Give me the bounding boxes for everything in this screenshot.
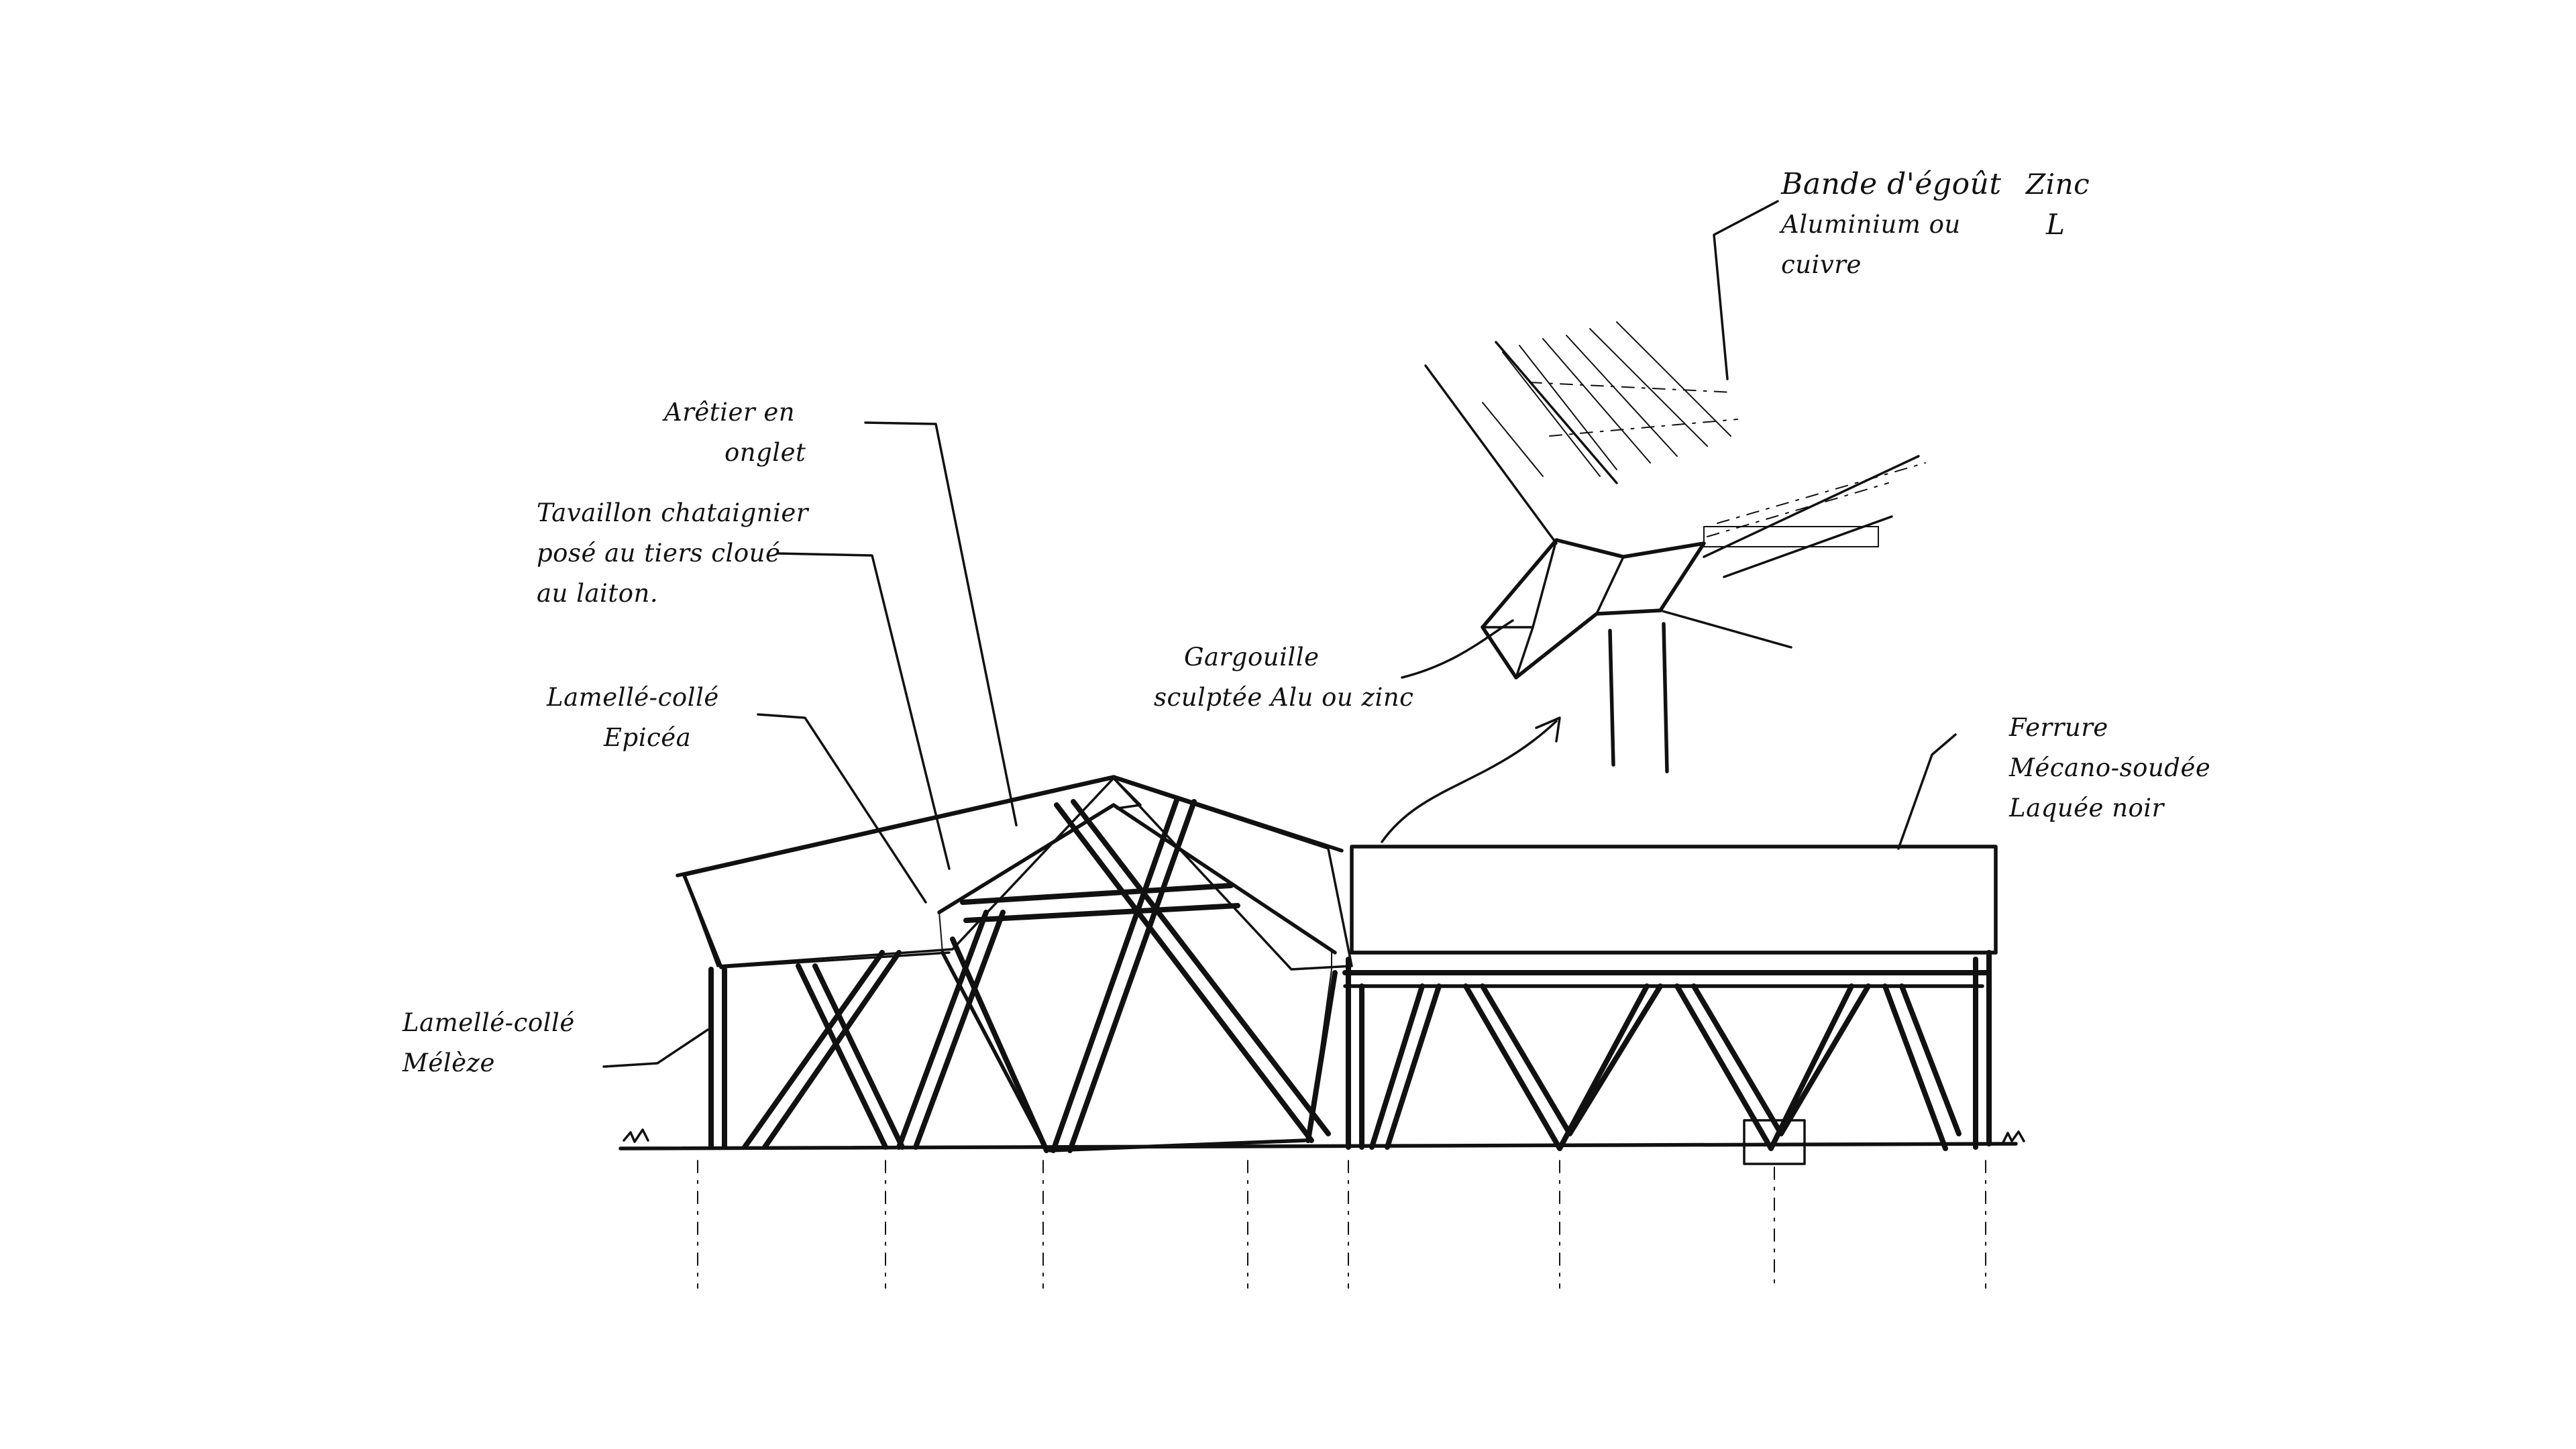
annotation-zinc-line1: Zinc (2026, 168, 2090, 201)
annotation-lamelle-epicea: Lamellé-collé Epicéa (547, 678, 719, 758)
annotation-gargouille-line2: sculptée Alu ou zinc (1154, 683, 1414, 712)
annotation-ferrure-line1: Ferrure (2009, 713, 2108, 742)
leader-lines (602, 421, 1957, 1068)
annotation-ferrure-line3: Laquée noir (2009, 794, 2164, 822)
axis-lines (697, 1160, 1986, 1289)
left-pavilion (676, 775, 1353, 1153)
annotation-lamelle-meleze-line2: Mélèze (402, 1049, 495, 1077)
annotation-bande-egout-line1: Bande d'égoût (1781, 167, 2002, 201)
annotation-ferrure-line2: Mécano-soudée (2009, 753, 2211, 782)
flat-roof-shingles (1350, 845, 1998, 955)
annotation-zinc: Zinc L (2026, 164, 2090, 245)
annotation-tavaillon-line3: au laiton. (537, 579, 659, 608)
ground-line (619, 1128, 2025, 1150)
annotation-bande-egout-line3: cuivre (1781, 250, 1862, 279)
annotation-gargouille: Gargouille sculptée Alu ou zinc (1154, 637, 1413, 718)
right-pavilion (1342, 845, 1998, 1165)
annotation-lamelle-epicea-line2: Epicéa (604, 723, 692, 752)
gable-infill (938, 804, 1332, 1151)
annotation-tavaillon-line2: posé au tiers cloué (537, 539, 781, 568)
annotation-ferrure: Ferrure Mécano-soudée Laquée noir (2009, 708, 2210, 828)
annotation-gargouille-line1: Gargouille (1184, 643, 1320, 672)
annotation-bande-egout-line2: Aluminium ou (1781, 210, 1961, 239)
annotation-arretier-line2: onglet (724, 438, 806, 467)
annotation-tavaillon: Tavaillon chataignier posé au tiers clou… (537, 493, 808, 614)
annotation-arretier: Arêtier en onglet (664, 392, 806, 473)
annotation-lamelle-epicea-line1: Lamellé-collé (547, 683, 719, 712)
annotation-lamelle-meleze: Lamellé-collé Mélèze (402, 1003, 575, 1083)
annotation-lamelle-meleze-line1: Lamellé-collé (402, 1008, 575, 1037)
gargoyle-detail (1381, 200, 1926, 843)
annotation-zinc-line2: L (2046, 208, 2065, 241)
annotation-tavaillon-line1: Tavaillon chataignier (537, 498, 808, 527)
annotation-bande-egout: Bande d'égoût Aluminium ou cuivre (1781, 164, 2002, 285)
annotation-arretier-line1: Arêtier en (664, 398, 796, 427)
left-roof-face (683, 777, 1115, 967)
